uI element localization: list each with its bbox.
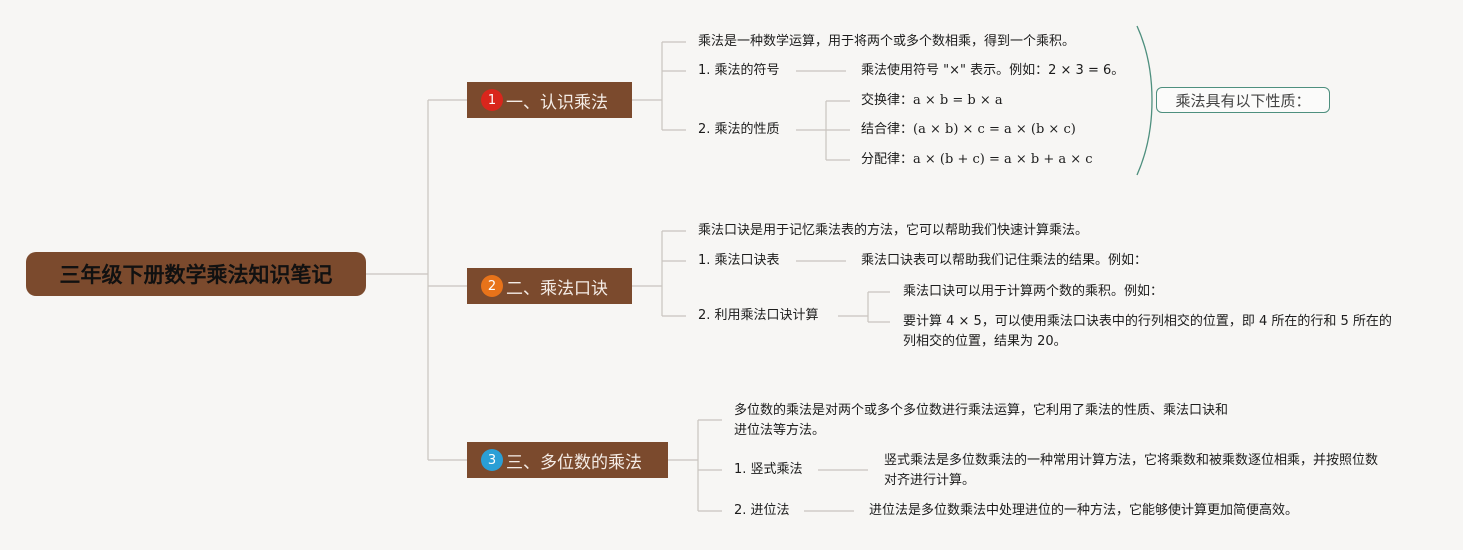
section-node-1[interactable]: 1 一、认识乘法 — [467, 82, 632, 118]
sec2-item2-label: 2. 利用乘法口诀计算 — [698, 308, 819, 323]
sec1-item1-label: 1. 乘法的符号 — [698, 63, 780, 78]
sec3-item1-detail: 竖式乘法是多位数乘法的一种常用计算方法，它将乘数和被乘数逐位相乘，并按照位数对齐… — [884, 453, 1379, 488]
sec3-item2-label: 2. 进位法 — [734, 503, 790, 518]
section-badge-1: 1 — [481, 89, 503, 111]
connector-root-trunk — [366, 99, 467, 461]
sec3-item2-detail: 进位法是多位数乘法中处理进位的一种方法，它能够使计算更加简便高效。 — [869, 503, 1299, 518]
sec1-law-distributive: 分配律：a × (b + c) = a × b + a × c — [861, 152, 1093, 167]
sec1-law-commutative: 交换律：a × b = b × a — [861, 93, 1003, 108]
sec1-summary[interactable]: 乘法具有以下性质： — [1156, 87, 1330, 113]
connector-sec2 — [632, 230, 686, 317]
section-title-1: 一、认识乘法 — [506, 92, 608, 113]
root-node[interactable]: 三年级下册数学乘法知识笔记 — [26, 252, 366, 296]
sec3-intro: 多位数的乘法是对两个或多个多位数进行乘法运算，它利用了乘法的性质、乘法口诀和进位… — [734, 403, 1229, 438]
section-node-2[interactable]: 2 二、乘法口诀 — [467, 268, 632, 304]
sec3-item1-label: 1. 竖式乘法 — [734, 462, 803, 477]
sec2-item1-detail: 乘法口诀表可以帮助我们记住乘法的结果。例如： — [861, 253, 1148, 268]
section-badge-3: 3 — [481, 449, 503, 471]
connector-sec1-item2 — [796, 100, 850, 161]
section-title-2: 二、乘法口诀 — [506, 278, 608, 299]
section-title-3: 三、多位数的乘法 — [506, 452, 642, 473]
sec1-item1-detail: 乘法使用符号 "×" 表示。例如：2 × 3 = 6。 — [861, 63, 1125, 78]
root-title: 三年级下册数学乘法知识笔记 — [59, 263, 333, 287]
sec1-item2-label: 2. 乘法的性质 — [698, 122, 780, 137]
connector-sec2-item2 — [838, 291, 890, 323]
sec2-intro: 乘法口诀是用于记忆乘法表的方法，它可以帮助我们快速计算乘法。 — [698, 223, 1089, 238]
summary-brace — [1136, 25, 1153, 176]
connector-sec1 — [632, 41, 686, 131]
sec2-item2-detail-2: 要计算 4 × 5，可以使用乘法口诀表中的行列相交的位置，即 4 所在的行和 5… — [903, 314, 1392, 349]
sec2-item1-label: 1. 乘法口诀表 — [698, 253, 780, 268]
sec1-law-associative: 结合律：(a × b) × c = a × (b × c) — [861, 122, 1076, 137]
section-node-3[interactable]: 3 三、多位数的乘法 — [467, 442, 668, 478]
sec2-item2-detail-1: 乘法口诀可以用于计算两个数的乘积。例如： — [903, 284, 1164, 299]
connector-sec3 — [668, 419, 722, 512]
sec1-intro: 乘法是一种数学运算，用于将两个或多个数相乘，得到一个乘积。 — [698, 34, 1076, 49]
section-badge-2: 2 — [481, 275, 503, 297]
